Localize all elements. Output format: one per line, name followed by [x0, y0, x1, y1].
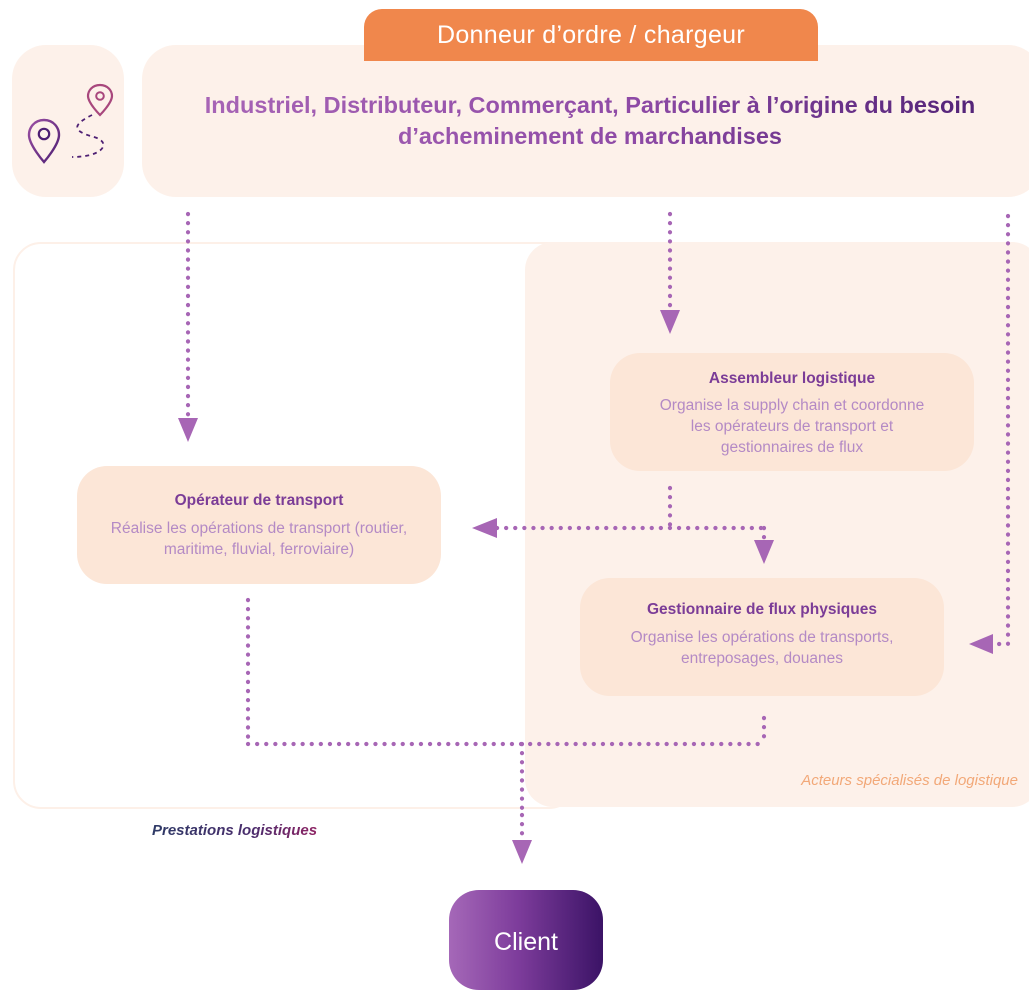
arrowhead-gestionnaire-top [754, 540, 774, 564]
map-route-icon [27, 83, 114, 164]
operateur-transport-description: Réalise les opérations de transport (rou… [110, 520, 408, 558]
operateur-transport-node: Opérateur de transport Réalise les opéra… [77, 466, 441, 584]
gestionnaire-flux-title: Gestionnaire de flux physiques [647, 601, 877, 618]
acteurs-specialises-panel [525, 242, 1029, 807]
operateur-transport-title: Opérateur de transport [174, 492, 344, 509]
assembleur-logistique-title: Assembleur logistique [708, 370, 876, 387]
gestionnaire-flux-node: Gestionnaire de flux physiques Organise … [580, 578, 944, 696]
acteurs-specialises-label: Acteurs spécialisés de logistique [801, 772, 1018, 789]
arrowhead-client [512, 840, 532, 864]
top-box [142, 45, 1029, 197]
assembleur-logistique-node: Assembleur logistique Organise la supply… [610, 353, 974, 471]
gestionnaire-flux-description: Organise les opérations de transports, e… [630, 629, 894, 667]
arrowhead-operateur [178, 418, 198, 442]
arrowhead-operateur-side [472, 518, 497, 538]
donneur-ordre-tab: Donneur d’ordre / chargeur [364, 9, 818, 61]
assembleur-logistique-description: Organise la supply chain et coordonne le… [659, 397, 925, 456]
donneur-ordre-description: Industriel, Distributeur, Commerçant, Pa… [170, 90, 1010, 152]
arrowhead-assembleur [660, 310, 680, 334]
prestations-logistiques-label: Prestations logistiques [152, 822, 318, 839]
route-icon-box [12, 45, 124, 197]
connector-top-to-gestionnaire [987, 213, 1011, 647]
arrowhead-gestionnaire-side [969, 634, 993, 654]
client-node: Client [449, 890, 603, 990]
